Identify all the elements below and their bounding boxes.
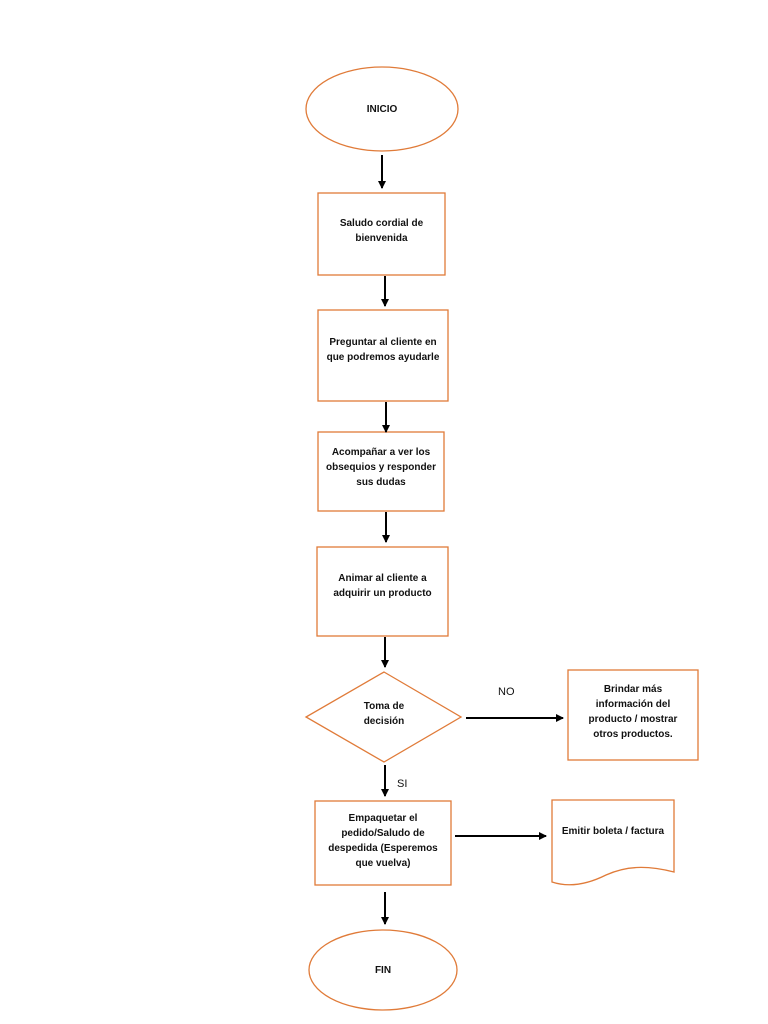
end-node bbox=[308, 929, 458, 1011]
process-acompanar bbox=[317, 431, 445, 512]
process-preguntar bbox=[317, 309, 449, 402]
empaquetar-label: Empaquetar el pedido/Saludo de despedida… bbox=[328, 813, 438, 869]
acompanar-label: Acompañar a ver los obsequios y responde… bbox=[325, 446, 437, 488]
decision-label: Toma de decisión bbox=[363, 701, 405, 727]
brindar-label: Brindar más información del producto / m… bbox=[588, 684, 678, 740]
preguntar-label: Preguntar al cliente en que podremos ayu… bbox=[326, 337, 440, 363]
edge-label-no: NO bbox=[498, 686, 515, 698]
process-animar bbox=[316, 546, 449, 637]
animar-label: Animar al cliente a adquirir un producto bbox=[333, 573, 432, 599]
process-brindar bbox=[567, 669, 699, 761]
end-node-label: FIN bbox=[374, 964, 392, 976]
saludo-label: Saludo cordial de bienvenida bbox=[339, 218, 424, 244]
start-node bbox=[305, 66, 459, 152]
decision-node bbox=[304, 671, 463, 763]
process-empaquetar bbox=[314, 800, 452, 886]
document-emitir bbox=[551, 799, 675, 886]
emitir-label: Emitir boleta / factura bbox=[561, 825, 665, 837]
process-saludo bbox=[317, 192, 446, 276]
edge-label-si: SI bbox=[397, 778, 408, 790]
start-node-label: INICIO bbox=[366, 103, 398, 115]
